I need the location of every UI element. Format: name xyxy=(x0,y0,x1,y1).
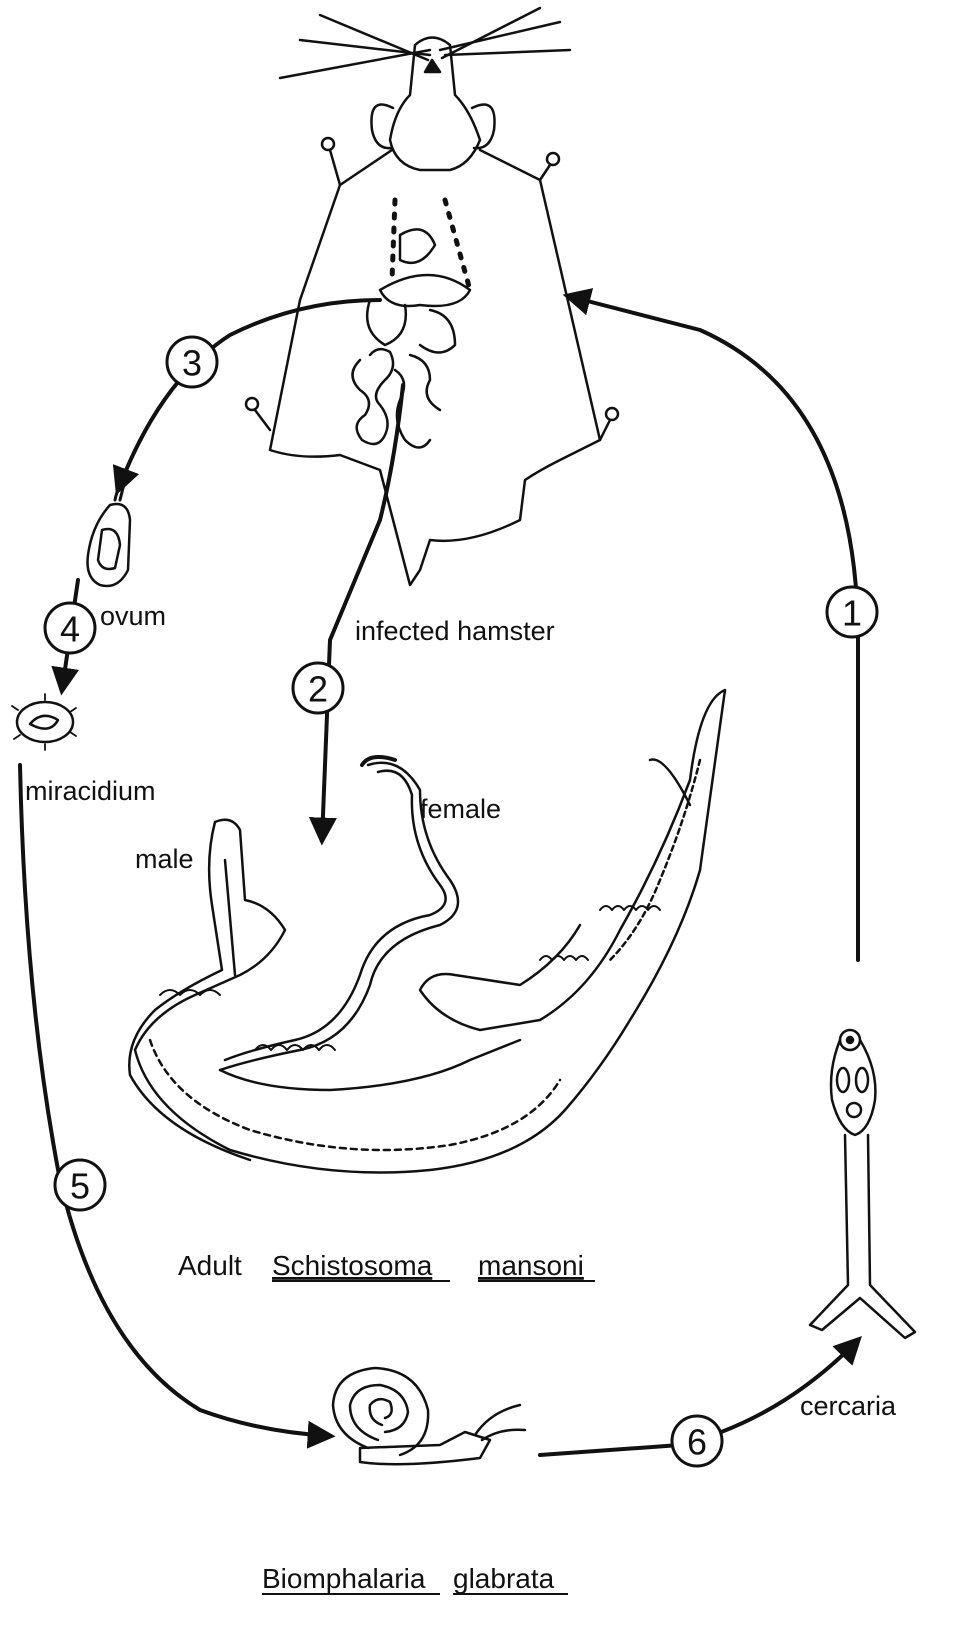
snail-illustration xyxy=(333,1368,525,1464)
step-3-number: 3 xyxy=(182,343,202,384)
step-5: 5 xyxy=(55,1160,105,1210)
step-2: 2 xyxy=(293,663,343,713)
step-6-number: 6 xyxy=(687,1422,707,1463)
step-1-number: 1 xyxy=(842,593,862,634)
adult-title-species: mansoni xyxy=(478,1250,584,1281)
miracidium-illustration xyxy=(12,694,76,750)
step-2-number: 2 xyxy=(308,669,328,710)
adult-worm-illustration xyxy=(129,690,725,1173)
step-1: 1 xyxy=(827,587,877,637)
step-5-number: 5 xyxy=(70,1166,90,1207)
hamster-illustration xyxy=(246,8,618,585)
step-4-number: 4 xyxy=(60,609,80,650)
label-male: male xyxy=(135,844,194,874)
label-cercaria: cercaria xyxy=(800,1391,897,1421)
adult-title: Adult Schistosoma mansoni xyxy=(178,1250,595,1281)
step-4: 4 xyxy=(45,603,95,653)
label-infected-hamster: infected hamster xyxy=(355,616,555,646)
cercaria-illustration xyxy=(810,1030,915,1338)
adult-title-prefix: Adult xyxy=(178,1250,242,1281)
label-miracidium: miracidium xyxy=(25,776,156,806)
step-6: 6 xyxy=(672,1416,722,1466)
ovum-illustration xyxy=(88,480,131,586)
snail-title-species: glabrata xyxy=(453,1563,555,1594)
label-female: female xyxy=(420,794,501,824)
adult-title-genus: Schistosoma xyxy=(272,1250,433,1281)
step-3: 3 xyxy=(167,337,217,387)
snail-title-genus: Biomphalaria xyxy=(262,1563,426,1594)
label-ovum: ovum xyxy=(100,601,166,631)
snail-title: Biomphalaria glabrata xyxy=(262,1563,568,1594)
